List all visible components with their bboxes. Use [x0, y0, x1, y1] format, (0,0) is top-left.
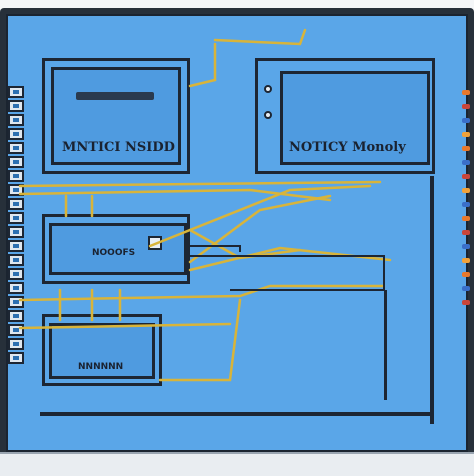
bottom-left-panel-label: NNNNNN — [78, 362, 124, 372]
indicator-mark — [462, 286, 470, 291]
top-right-panel[interactable]: NOTICY Monoly — [255, 58, 435, 174]
middle-left-panel-display: NOOOFS — [49, 223, 187, 275]
top-left-panel-display: MNTICI NSIDD — [51, 67, 181, 165]
server-rack-icon[interactable] — [8, 156, 24, 168]
indicator-mark — [462, 90, 470, 95]
server-rack-icon[interactable] — [8, 310, 24, 322]
indicator-mark — [462, 132, 470, 137]
top-right-panel-display: NOTICY Monoly — [280, 71, 430, 165]
server-rack-icon[interactable] — [8, 128, 24, 140]
server-rack-icon[interactable] — [8, 212, 24, 224]
server-rack-icon[interactable] — [8, 268, 24, 280]
server-rack-icon[interactable] — [8, 86, 24, 98]
server-rack-icon[interactable] — [8, 226, 24, 238]
server-rack-icon[interactable] — [8, 352, 24, 364]
server-rack-icon[interactable] — [8, 282, 24, 294]
server-rack-icon[interactable] — [8, 184, 24, 196]
server-rack-icon[interactable] — [8, 254, 24, 266]
vertical-bus — [430, 176, 434, 424]
right-indicator-column — [462, 90, 470, 305]
server-rack-icon[interactable] — [8, 114, 24, 126]
indicator-mark — [462, 258, 470, 263]
panel-bar — [76, 92, 154, 100]
server-rack-icon[interactable] — [8, 142, 24, 154]
top-right-panel-label: NOTICY Monoly — [289, 140, 406, 155]
top-left-panel[interactable]: MNTICI NSIDD — [42, 58, 190, 174]
indicator-mark — [462, 174, 470, 179]
indicator-mark — [462, 244, 470, 249]
indicator-mark — [462, 300, 470, 305]
indicator-mark — [462, 118, 470, 123]
server-rack-icon[interactable] — [8, 296, 24, 308]
indicator-mark — [462, 146, 470, 151]
middle-left-panel[interactable]: NOOOFS — [42, 214, 190, 284]
bottom-left-panel[interactable]: NNNNNN — [42, 314, 162, 386]
server-rack-icon[interactable] — [8, 324, 24, 336]
knob-icon[interactable] — [264, 85, 272, 93]
server-rack-icon[interactable] — [8, 100, 24, 112]
server-rack-icon[interactable] — [8, 240, 24, 252]
bottom-left-panel-display: NNNNNN — [49, 323, 155, 379]
indicator-mark — [462, 202, 470, 207]
indicator-mark — [462, 230, 470, 235]
server-rack-icon[interactable] — [8, 170, 24, 182]
middle-left-panel-label: NOOOFS — [92, 248, 136, 258]
indicator-mark — [462, 188, 470, 193]
indicator-mark — [462, 216, 470, 221]
indicator-mark — [462, 160, 470, 165]
monitor-bezel — [0, 452, 474, 476]
status-square — [148, 236, 162, 250]
indicator-mark — [462, 272, 470, 277]
horizontal-bus — [40, 412, 432, 416]
vertical-bus — [384, 290, 387, 400]
left-rack — [8, 86, 24, 364]
server-rack-icon[interactable] — [8, 338, 24, 350]
knob-icon[interactable] — [264, 111, 272, 119]
indicator-mark — [462, 104, 470, 109]
server-rack-icon[interactable] — [8, 198, 24, 210]
top-left-panel-label: MNTICI NSIDD — [62, 140, 175, 155]
